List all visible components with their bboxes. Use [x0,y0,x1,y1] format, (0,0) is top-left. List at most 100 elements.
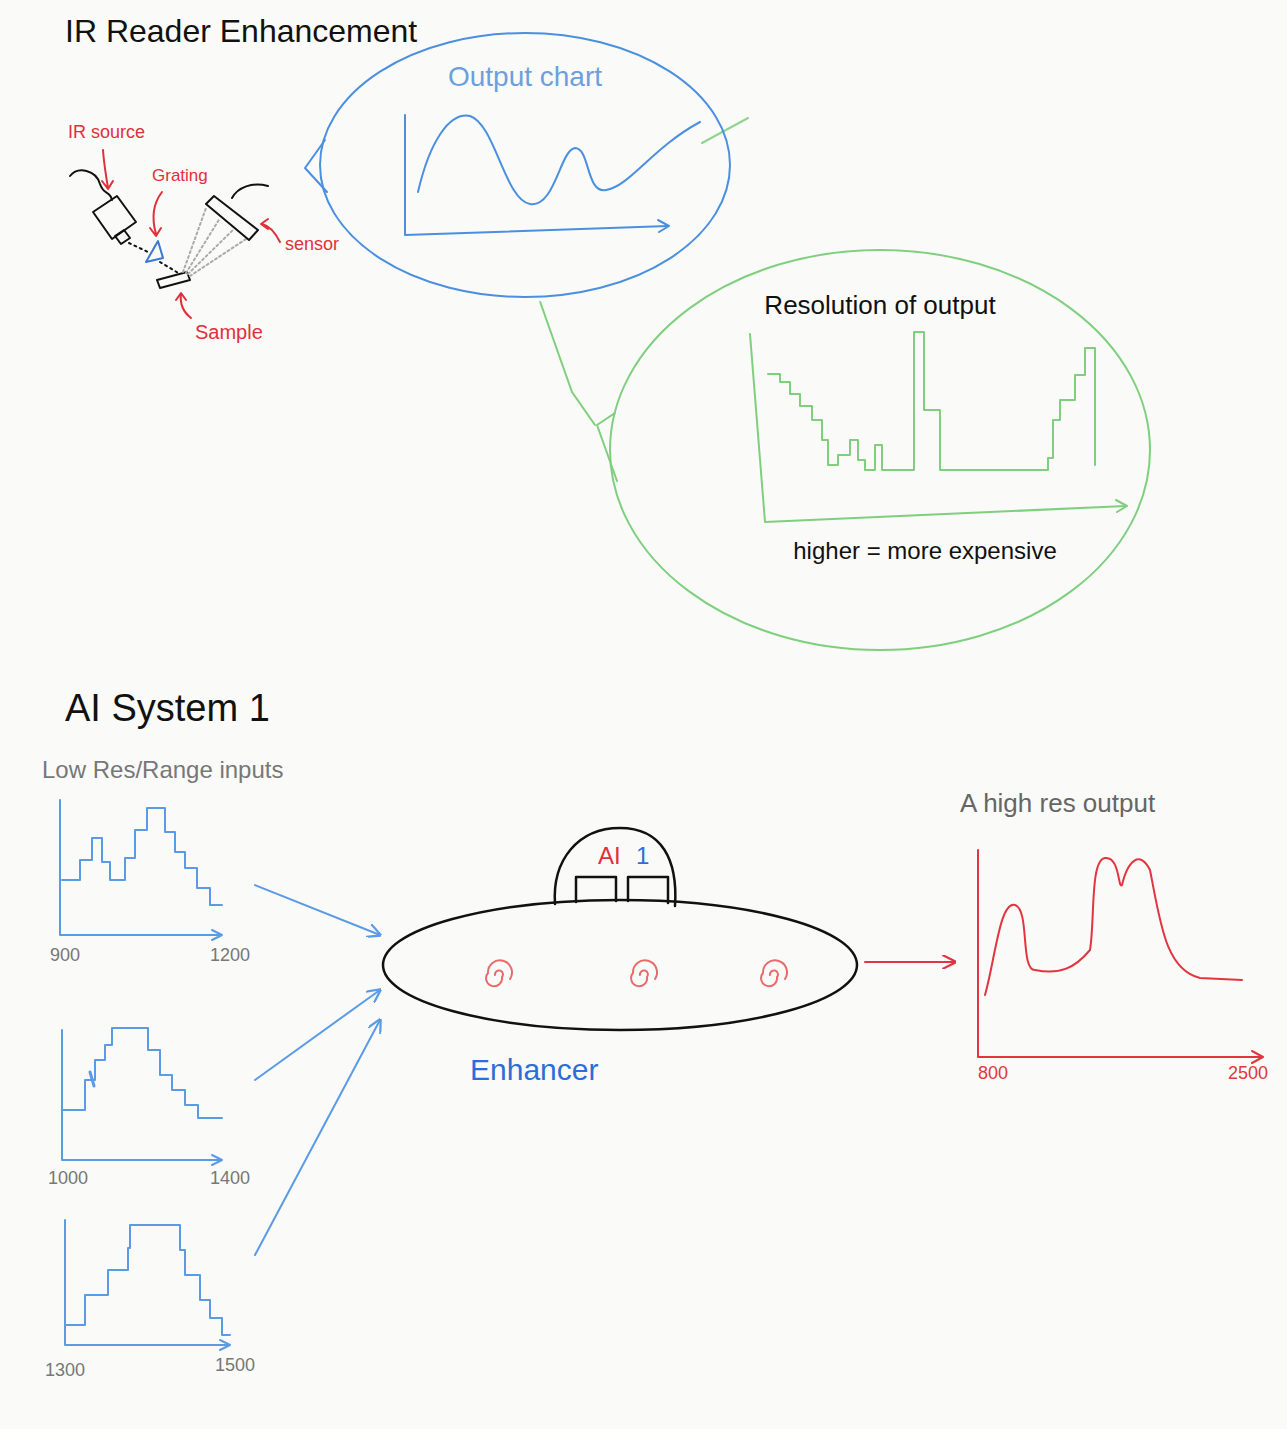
spectrum-curve [985,858,1242,995]
chart-axis [750,334,1126,522]
text-holder: Enhancer [470,1052,598,1088]
leader-arrow [176,293,191,318]
label-holder: Low Res/Range inputs [42,756,283,785]
axis-value: 1500 [215,1355,255,1375]
leader-arrow [261,219,280,242]
axis-value: 900 [50,945,80,965]
green-tick [702,118,748,143]
outline-stroke [761,960,787,986]
chart-axis [60,800,222,940]
spectrum-curve [418,116,700,205]
reflected-beam [188,229,234,274]
connector-arrow [255,1020,380,1255]
step-spectrum [65,1225,230,1335]
sensor-cable [232,185,268,198]
input-chart: 1000 1400 [40,1020,255,1200]
label-holder: Sample [195,320,263,344]
outline-stroke [383,900,857,1030]
text-holder: 1200 [210,945,250,967]
part-label: sensor [285,234,339,254]
outline-stroke [555,828,676,906]
node-caption: Enhancer [470,1053,598,1086]
text-holder: 800 [978,1063,1008,1085]
outline-stroke [305,140,327,192]
connector-arrow [865,961,955,963]
text-holder: 1000 [48,1168,88,1190]
reflected-beam [190,239,246,276]
note-label: Low Res/Range inputs [42,756,283,783]
connector-arrow [540,302,595,425]
outline-stroke [320,33,730,297]
output-chart: A high res output 800 2500 [955,780,1275,1090]
step-spectrum [62,808,222,905]
axis-arrowhead [658,220,669,232]
section-heading: AI System 1 [65,687,270,729]
resolution-chart [750,332,1127,522]
input-chart: 1300 1500 [40,1210,255,1390]
label-holder: IR source [68,122,145,144]
bubble-title: Output chart [448,61,602,92]
text-holder: Output chart [448,60,602,94]
title-holder: IR Reader Enhancement [65,12,417,50]
axis-arrowhead [1116,500,1127,512]
text-holder: 1 [636,842,649,871]
outline-stroke [486,960,512,986]
chart-title: A high res output [960,788,1155,818]
label-holder: Grating [152,166,208,186]
text-holder: Resolution of output [764,290,995,321]
text-holder: 1500 [215,1355,255,1377]
chart-axis [978,850,1263,1063]
text-holder: higher = more expensive [793,537,1056,566]
text-holder: 1400 [210,1168,250,1190]
input-chart-drawing [60,800,230,1350]
leader-arrow [102,150,113,189]
sample-plate [157,272,190,288]
axis-value: 2500 [1228,1063,1268,1083]
label-holder: AI System 1 [65,686,270,732]
title: IR Reader Enhancement [65,13,417,49]
text-holder: A high res output [960,788,1155,819]
pen-tick [90,1072,94,1086]
leader-arrow [150,192,162,236]
outline-stroke [610,250,1150,650]
ir-source-body [93,196,136,239]
text-holder: 900 [50,945,80,967]
note-text: higher = more expensive [793,537,1056,564]
callout-bubble: Resolution of output higher = more expens… [595,245,1155,655]
enhancer-ufo: AI 1Enhancer [380,820,865,1095]
outline-stroke [597,413,617,481]
axis-value: 1400 [210,1168,250,1188]
outline-stroke [576,877,668,903]
part-label: Sample [195,321,263,343]
chart-axis [405,115,668,235]
ir-setup [70,150,280,318]
bubble-title: Resolution of output [764,290,995,320]
source-cable [70,170,112,200]
part-label: Grating [152,166,208,185]
node-outline [380,820,865,1095]
axis-value: 1000 [48,1168,88,1188]
overview-chart [405,115,700,235]
system-number: 1 [636,842,649,869]
incident-beam [160,262,180,274]
grating-symbol [146,241,163,262]
input-chart: 900 1200 [40,795,255,965]
outline-stroke [631,960,657,986]
axis-value: 800 [978,1063,1008,1083]
connector-arrow [255,885,380,935]
incident-beam [129,243,148,252]
chart-axis [62,1030,222,1165]
step-spectrum [62,1028,222,1118]
axis-value: 1200 [210,945,250,965]
text-holder: AI [598,842,621,871]
chart-axis [65,1220,230,1350]
connector-arrow [255,990,380,1080]
speech-bubble: Output chart [300,30,732,302]
part-label: IR source [68,122,145,142]
text-holder: 1300 [45,1360,85,1382]
text-holder: 2500 [1228,1063,1268,1085]
sensor-plate [206,196,258,240]
label-holder: sensor [285,234,339,256]
reflected-beam [183,208,206,272]
